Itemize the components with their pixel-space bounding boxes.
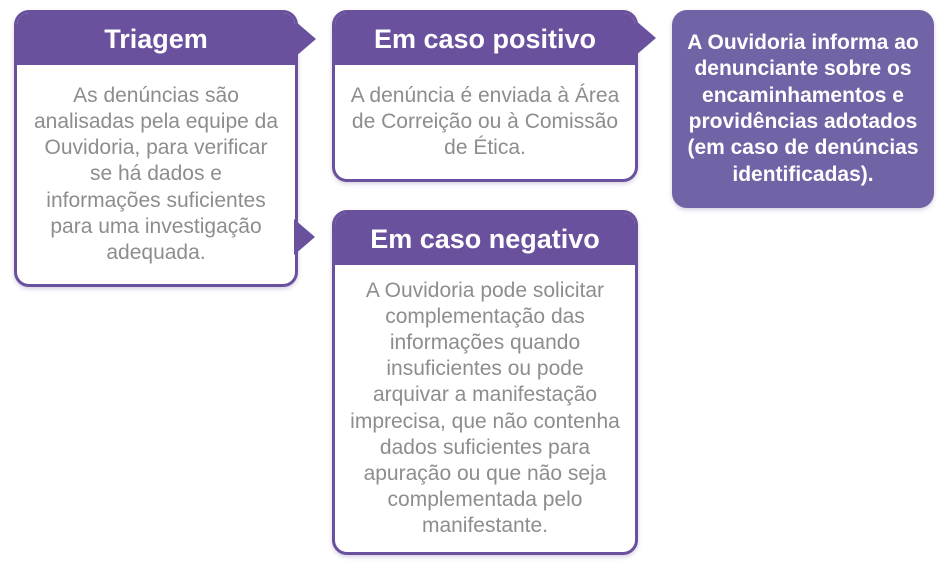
informe-denunciante-box: A Ouvidoria informa ao denunciante sobre… bbox=[672, 10, 934, 208]
arrow-right-icon bbox=[635, 20, 656, 56]
caso-negativo-box-header: Em caso negativo bbox=[335, 213, 635, 265]
arrow-right-icon bbox=[295, 21, 316, 57]
caso-negativo-box: Em caso negativo A Ouvidoria pode solici… bbox=[332, 210, 638, 555]
triagem-body-text: As denúncias são analisadas pela equipe … bbox=[33, 84, 279, 264]
caso-negativo-box-body: A Ouvidoria pode solicitar complementaçã… bbox=[335, 265, 635, 552]
caso-positivo-body-text: A denúncia é enviada à Área de Correição… bbox=[350, 83, 620, 160]
caso-positivo-title: Em caso positivo bbox=[373, 23, 597, 54]
arrow-right-icon bbox=[294, 219, 315, 255]
triagem-box-body: As denúncias são analisadas pela equipe … bbox=[17, 65, 295, 284]
caso-negativo-title: Em caso negativo bbox=[370, 223, 600, 254]
caso-negativo-body-text: A Ouvidoria pode solicitar complementaçã… bbox=[350, 279, 620, 537]
triagem-title: Triagem bbox=[104, 23, 208, 54]
caso-positivo-box-body: A denúncia é enviada à Área de Correição… bbox=[335, 65, 635, 179]
caso-positivo-box: Em caso positivo A denúncia é enviada à … bbox=[332, 10, 638, 182]
caso-positivo-box-header: Em caso positivo bbox=[335, 13, 635, 65]
triagem-box-header: Triagem bbox=[17, 13, 295, 65]
triagem-box: Triagem As denúncias são analisadas pela… bbox=[14, 10, 298, 287]
informe-denunciante-body-text: A Ouvidoria informa ao denunciante sobre… bbox=[687, 30, 919, 186]
